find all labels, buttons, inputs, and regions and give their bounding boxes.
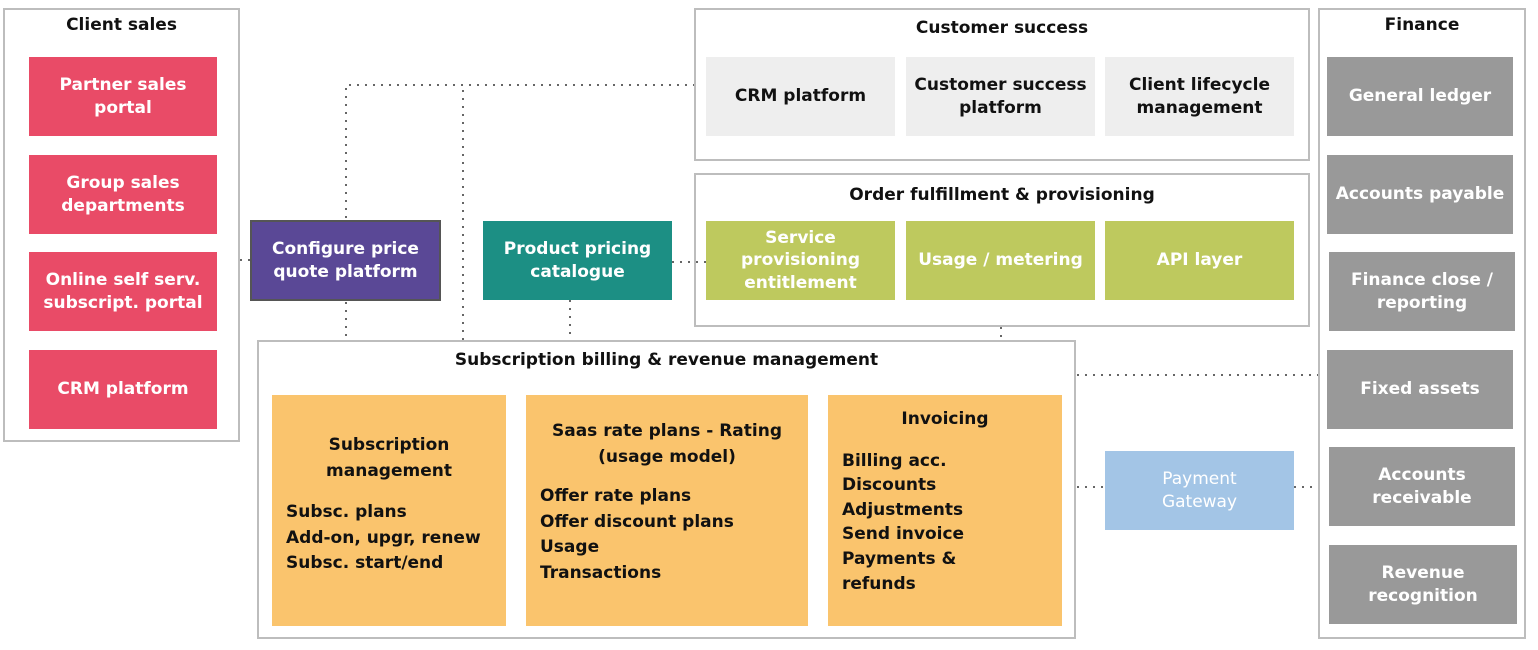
group-sales-departments[interactable]: Group sales departments [29, 155, 217, 234]
module-item: Transactions [540, 562, 662, 583]
api-layer[interactable]: API layer [1105, 221, 1294, 300]
accounts-receivable[interactable]: Accounts receivable [1329, 447, 1515, 526]
service-provisioning-entitlement[interactable]: Service provisioning entitlement [706, 221, 895, 300]
customer-success-title: Customer success [915, 18, 1089, 38]
accounts-payable[interactable]: Accounts payable [1327, 155, 1513, 234]
online-self-serv-portal[interactable]: Online self serv. subscript. portal [29, 252, 217, 331]
module-item: Discounts [842, 475, 937, 496]
module-item: Subsc. plans [286, 502, 407, 522]
client-crm-platform[interactable]: CRM platform [29, 350, 217, 429]
finance-close-reporting[interactable]: Finance close / reporting [1329, 252, 1515, 331]
product-pricing-catalogue[interactable]: Product pricing catalogue [483, 221, 672, 300]
order-fulfillment-title: Order fulfillment & provisioning [849, 185, 1155, 205]
module-item: Adjustments [842, 499, 964, 520]
module-item: Subsc. start/end [286, 553, 444, 573]
module-item: Send invoice [842, 524, 965, 545]
finance-title: Finance [1384, 15, 1460, 35]
configure-price-quote-platform[interactable]: Configure price quote platform [250, 220, 441, 301]
connector-cpq-to-customer-success [345, 84, 694, 218]
usage-metering[interactable]: Usage / metering [906, 221, 1095, 300]
module-item: Billing acc. [842, 450, 947, 471]
module-title: Saas rate plans - Rating (usage model) [551, 421, 783, 467]
finance-group: Finance [1318, 8, 1526, 639]
customer-success-group: Customer success [694, 8, 1310, 161]
order-fulfillment-group: Order fulfillment & provisioning [694, 173, 1310, 327]
payment-gateway[interactable]: Payment Gateway [1105, 451, 1294, 530]
module-item: Add-on, upgr, renew [286, 527, 481, 548]
module-item: Payments & refunds [842, 549, 957, 594]
client-lifecycle-management[interactable]: Client lifecycle management [1105, 57, 1294, 136]
general-ledger[interactable]: General ledger [1327, 57, 1513, 136]
billing-group: Subscription billing & revenue managemen… [257, 340, 1076, 639]
client-sales-title: Client sales [66, 15, 177, 35]
billing-module-rating[interactable]: Saas rate plans - Rating (usage model) O… [526, 395, 808, 626]
cs-crm-platform[interactable]: CRM platform [706, 57, 895, 136]
module-item: Offer discount plans [540, 511, 734, 532]
revenue-recognition[interactable]: Revenue recognition [1329, 545, 1517, 624]
billing-title: Subscription billing & revenue managemen… [454, 350, 879, 370]
module-item: Offer rate plans [540, 486, 692, 506]
client-sales-group: Client sales [3, 8, 240, 442]
customer-success-platform[interactable]: Customer success platform [906, 57, 1095, 136]
fixed-assets[interactable]: Fixed assets [1327, 350, 1513, 429]
module-title: Subscription management [326, 435, 452, 481]
billing-module-subscription[interactable]: Subscription management Subsc. plans Add… [272, 395, 506, 626]
module-item: Usage [540, 537, 600, 557]
partner-sales-portal[interactable]: Partner sales portal [29, 57, 217, 136]
module-title: Invoicing [901, 409, 989, 429]
billing-module-invoicing[interactable]: Invoicing Billing acc. Discounts Adjustm… [828, 395, 1062, 626]
